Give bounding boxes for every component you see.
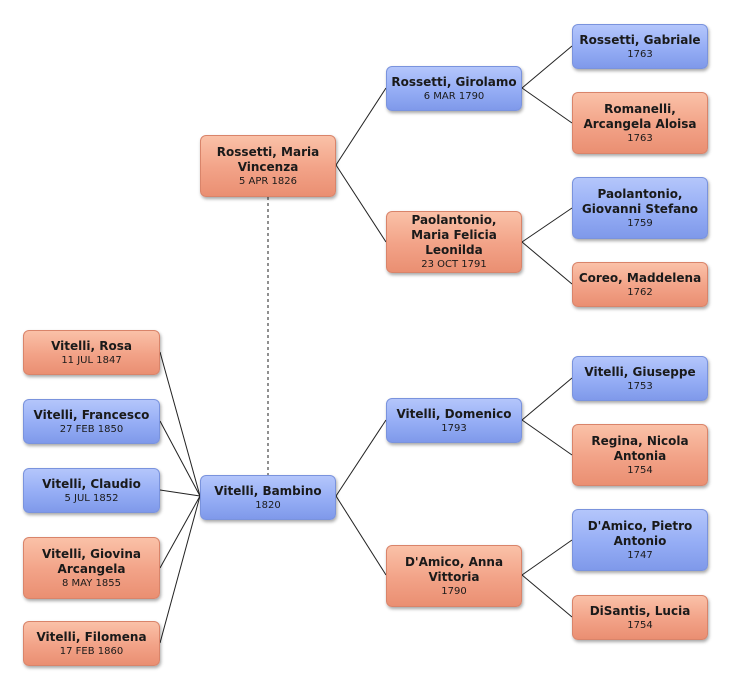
person-date: 1790 bbox=[441, 585, 467, 597]
person-name: DiSantis, Lucia bbox=[589, 603, 691, 618]
person-node-giovanni-stefano[interactable]: Paolantonio, Giovanni Stefano 1759 bbox=[572, 177, 708, 239]
parent-link-gabriale bbox=[521, 45, 573, 89]
person-date: 1753 bbox=[627, 380, 653, 392]
person-date: 17 FEB 1860 bbox=[59, 645, 124, 657]
person-node-rosa[interactable]: Vitelli, Rosa 11 JUL 1847 bbox=[23, 330, 160, 375]
parent-link-giuseppe bbox=[521, 377, 573, 421]
person-date: 8 MAY 1855 bbox=[62, 577, 121, 589]
person-name: Vitelli, Domenico bbox=[396, 406, 512, 421]
person-node-lucia[interactable]: DiSantis, Lucia 1754 bbox=[572, 595, 708, 640]
person-name: Regina, Nicola Antonia bbox=[591, 433, 689, 463]
person-name: D'Amico, Anna Vittoria bbox=[404, 554, 504, 584]
person-date: 1759 bbox=[627, 217, 653, 229]
person-name: Vitelli, Claudio bbox=[42, 476, 141, 491]
child-link-rosa bbox=[159, 351, 201, 497]
person-node-filomena[interactable]: Vitelli, Filomena 17 FEB 1860 bbox=[23, 621, 160, 666]
person-date: 1754 bbox=[627, 619, 653, 631]
person-name: Paolantonio, Giovanni Stefano bbox=[581, 186, 699, 216]
parent-link-arcangela-a bbox=[521, 87, 573, 124]
parent-link-giovanni-s bbox=[521, 207, 573, 243]
person-name: Vitelli, Francesco bbox=[33, 407, 150, 422]
person-date: 1793 bbox=[441, 422, 467, 434]
person-node-gabriale[interactable]: Rossetti, Gabriale 1763 bbox=[572, 24, 708, 69]
person-date: 1747 bbox=[627, 549, 653, 561]
person-node-girolamo[interactable]: Rossetti, Girolamo 6 MAR 1790 bbox=[386, 66, 522, 111]
person-date: 6 MAR 1790 bbox=[423, 90, 485, 102]
person-name: D'Amico, Pietro Antonio bbox=[587, 518, 693, 548]
person-node-domenico[interactable]: Vitelli, Domenico 1793 bbox=[386, 398, 522, 443]
person-date: 5 APR 1826 bbox=[239, 175, 297, 187]
child-link-francesco bbox=[159, 420, 201, 497]
child-link-claudio bbox=[159, 489, 201, 497]
person-name: Rossetti, Maria Vincenza bbox=[216, 144, 320, 174]
person-name: Rossetti, Gabriale bbox=[579, 32, 701, 47]
person-node-francesco[interactable]: Vitelli, Francesco 27 FEB 1850 bbox=[23, 399, 160, 444]
person-date: 1763 bbox=[627, 48, 653, 60]
person-name: Vitelli, Giovina Arcangela bbox=[42, 546, 141, 576]
parent-link-domenico bbox=[335, 419, 387, 497]
person-date: 1762 bbox=[627, 286, 653, 298]
person-node-giovina[interactable]: Vitelli, Giovina Arcangela 8 MAY 1855 bbox=[23, 537, 160, 599]
person-date: 1763 bbox=[627, 132, 653, 144]
person-node-giuseppe[interactable]: Vitelli, Giuseppe 1753 bbox=[572, 356, 708, 401]
person-node-arcangela-aloisa[interactable]: Romanelli, Arcangela Aloisa 1763 bbox=[572, 92, 708, 154]
parent-link-maria-f bbox=[335, 164, 387, 243]
person-name: Paolantonio, Maria Felicia Leonilda bbox=[411, 213, 497, 257]
person-date: 23 OCT 1791 bbox=[421, 259, 487, 270]
person-name: Rossetti, Girolamo bbox=[391, 74, 517, 89]
parent-link-nicola-a bbox=[521, 419, 573, 456]
parent-link-lucia bbox=[521, 574, 573, 618]
person-name: Romanelli, Arcangela Aloisa bbox=[583, 101, 697, 131]
person-name: Vitelli, Rosa bbox=[51, 338, 132, 353]
child-link-filomena bbox=[159, 495, 201, 644]
person-node-claudio[interactable]: Vitelli, Claudio 5 JUL 1852 bbox=[23, 468, 160, 513]
person-node-anna-vittoria[interactable]: D'Amico, Anna Vittoria 1790 bbox=[386, 545, 522, 607]
person-name: Vitelli, Filomena bbox=[36, 629, 147, 644]
child-link-giovina bbox=[159, 495, 201, 569]
person-node-bambino[interactable]: Vitelli, Bambino 1820 bbox=[200, 475, 336, 520]
person-date: 5 JUL 1852 bbox=[64, 492, 119, 504]
person-node-maria-vincenza[interactable]: Rossetti, Maria Vincenza 5 APR 1826 bbox=[200, 135, 336, 197]
parent-link-anna bbox=[335, 495, 387, 576]
person-name: Vitelli, Bambino bbox=[214, 483, 322, 498]
person-node-nicola-antonia[interactable]: Regina, Nicola Antonia 1754 bbox=[572, 424, 708, 486]
parent-link-maddelena bbox=[521, 241, 573, 285]
person-node-pietro-antonio[interactable]: D'Amico, Pietro Antonio 1747 bbox=[572, 509, 708, 571]
person-name: Vitelli, Giuseppe bbox=[584, 364, 696, 379]
person-date: 11 JUL 1847 bbox=[61, 354, 122, 366]
person-node-maddelena[interactable]: Coreo, Maddelena 1762 bbox=[572, 262, 708, 307]
person-date: 27 FEB 1850 bbox=[59, 423, 124, 435]
person-node-maria-felicia[interactable]: Paolantonio, Maria Felicia Leonilda 23 O… bbox=[386, 211, 522, 273]
parent-link-pietro-a bbox=[521, 539, 573, 576]
person-date: 1754 bbox=[627, 464, 653, 476]
person-name: Coreo, Maddelena bbox=[578, 270, 702, 285]
parent-link-girolamo bbox=[335, 87, 387, 166]
person-date: 1820 bbox=[255, 499, 281, 511]
